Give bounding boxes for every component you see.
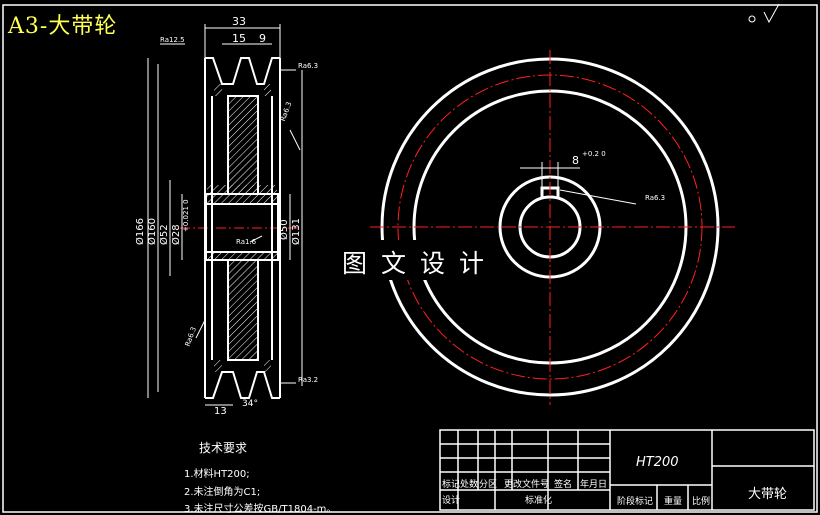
dim-bottom-13: 13 (214, 406, 227, 417)
dim-dia-50: Ø50 (278, 219, 290, 240)
ra-top: Ra12.5 (160, 36, 185, 44)
tb-label-stage-mark: 阶段标记 (617, 497, 654, 507)
tech-requirement-3: 3.未注尺寸公差按GB/T1804-m。 (184, 504, 337, 515)
tb-label-design: 设计 (442, 496, 461, 506)
ra-bore: Ra1.6 (236, 238, 257, 246)
watermark-band (334, 240, 498, 280)
tb-label-sign: 签名 (554, 480, 573, 490)
keyway-dimension (520, 162, 637, 205)
tb-material: HT200 (636, 455, 679, 470)
ra-keyway: Ra6.3 (645, 194, 665, 202)
tb-label-weight: 重量 (664, 497, 683, 507)
ra-bottom: Ra3.2 (298, 376, 318, 384)
tech-requirement-2: 2.未注倒角为C1; (184, 487, 261, 498)
drawing-frame (2, 4, 818, 513)
ra-groove: Ra6.3 (279, 101, 293, 123)
front-centerlines (370, 50, 735, 405)
sheet-title: A3-大带轮 (8, 14, 118, 39)
section-view (180, 57, 300, 399)
keyway-tolerance: +0.2 0 (582, 150, 606, 158)
tb-label-scale: 比例 (692, 497, 711, 507)
tech-requirements-title: 技术要求 (199, 441, 248, 455)
dim-dia-28-tolerance: +0.021 0 (182, 199, 190, 232)
tb-label-standardize: 标准化 (525, 496, 553, 506)
dim-groove-top: 9 (259, 32, 266, 45)
tb-label-change-doc: 更改文件号 (504, 480, 550, 490)
keyway-width: 8 (572, 154, 579, 167)
dim-dia-131: Ø131 (290, 218, 302, 245)
rim-bottom-profile (205, 371, 280, 399)
dim-groove-angle: 34° (242, 399, 258, 409)
tb-label-mark: 标记 (442, 480, 461, 490)
tb-part-name: 大带轮 (748, 487, 788, 502)
general-roughness-symbol (748, 3, 780, 24)
title-block (439, 429, 815, 511)
dim-dia-160: Ø160 (146, 218, 158, 245)
ra-rim: Ra6.3 (298, 62, 318, 70)
tb-label-date: 年月日 (580, 480, 608, 490)
tb-label-count: 处数 (460, 480, 479, 490)
watermark-text: 图文设计 (342, 249, 499, 278)
tech-requirement-1: 1.材料HT200; (184, 469, 250, 480)
dim-overall-width: 33 (232, 15, 246, 28)
tb-label-zone: 分区 (479, 480, 498, 490)
rim-top-profile (205, 57, 280, 85)
ra-web: Ra6.3 (184, 326, 198, 348)
section-dimension-lines (147, 24, 303, 406)
dim-dia-166: Ø166 (134, 218, 146, 245)
dim-groove-pitch: 15 (232, 32, 246, 45)
dim-dia-28: Ø28 (170, 224, 182, 245)
dim-dia-52: Ø52 (158, 224, 170, 245)
section-hatching (207, 84, 277, 372)
